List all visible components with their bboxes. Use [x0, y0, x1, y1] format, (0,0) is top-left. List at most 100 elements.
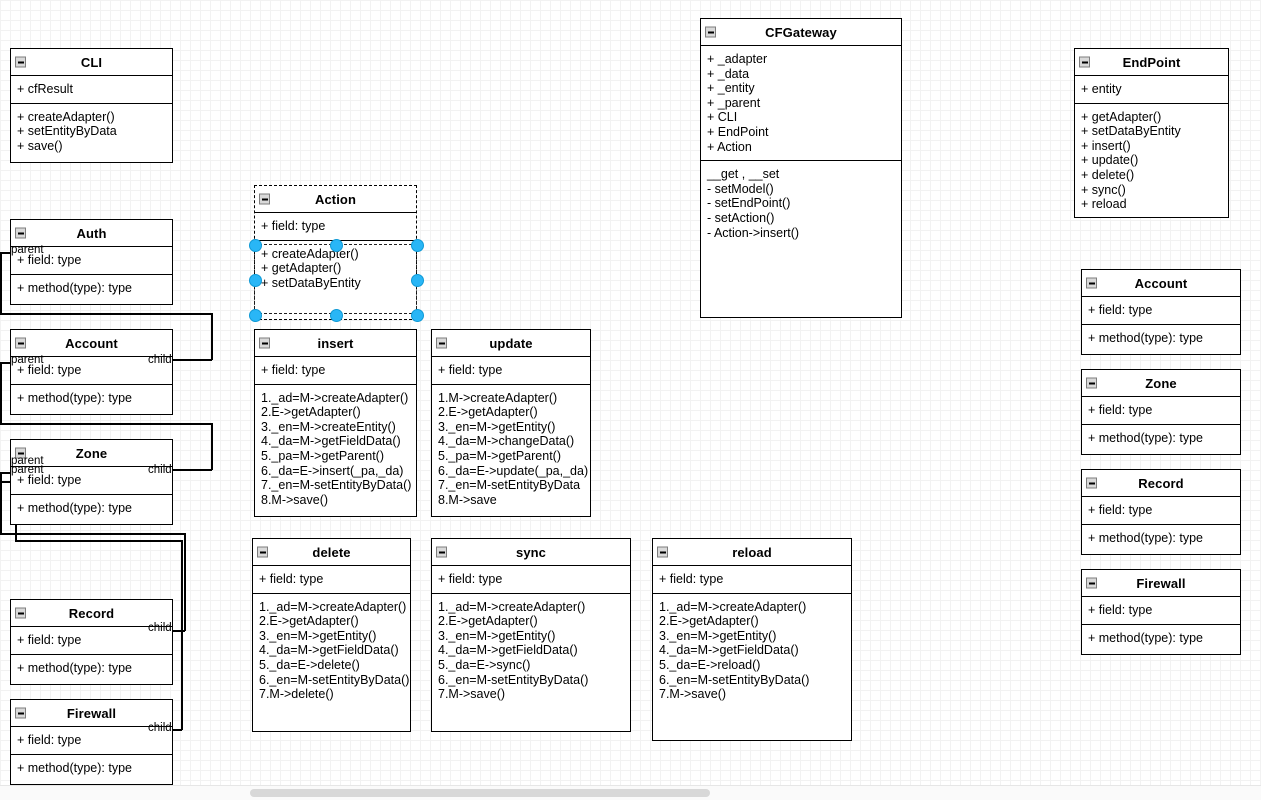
collapse-minus-icon[interactable] [1079, 56, 1090, 68]
class-header-reload: reload [653, 539, 851, 566]
class-name-insert: insert [317, 335, 354, 351]
collapse-minus-icon[interactable] [705, 26, 716, 38]
uml-class-firewall-left[interactable]: Firewall+ field: type+ method(type): typ… [10, 699, 173, 785]
collapse-minus-icon[interactable] [15, 707, 26, 719]
class-name-zone-left: Zone [75, 445, 108, 461]
method-row: + method(type): type [1088, 630, 1203, 645]
connector-auth-to-account-seg-4 [173, 359, 212, 361]
selection-handle-0[interactable] [249, 239, 262, 252]
attribute-row: + field: type [1088, 303, 1153, 317]
attribute-row: + field: type [1088, 403, 1153, 417]
class-attributes-endpoint: + entity [1075, 76, 1228, 103]
collapse-minus-icon[interactable] [436, 337, 447, 349]
method-row: - setAction() [707, 210, 775, 225]
uml-class-zone-left[interactable]: Zone+ field: type+ method(type): type [10, 439, 173, 525]
collapse-minus-icon[interactable] [1086, 277, 1097, 289]
attribute-row: + entity [1081, 82, 1122, 96]
class-attributes-record-right: + field: type [1082, 497, 1240, 524]
collapse-minus-icon[interactable] [1086, 477, 1097, 489]
class-header-record-right: Record [1082, 470, 1240, 497]
horizontal-scrollbar[interactable] [0, 785, 1261, 800]
method-row: 5._pa=M->getParent() [438, 448, 561, 463]
collapse-minus-icon[interactable] [1086, 577, 1097, 589]
selection-handle-3[interactable] [249, 274, 262, 287]
uml-class-cfgateway[interactable]: CFGateway+ _adapter+ _data+ _entity+ _pa… [700, 18, 902, 318]
method-row: + save() [17, 138, 63, 153]
collapse-minus-icon[interactable] [15, 56, 26, 68]
method-row: 5._da=E->reload() [659, 657, 761, 672]
edge-label-account-child: child [148, 354, 172, 366]
collapse-minus-icon[interactable] [259, 337, 270, 349]
uml-class-record-right[interactable]: Record+ field: type+ method(type): type [1081, 469, 1241, 555]
uml-class-account-right[interactable]: Account+ field: type+ method(type): type [1081, 269, 1241, 355]
class-header-update: update [432, 330, 590, 357]
class-attributes-record-left: + field: type [11, 627, 172, 654]
attribute-row: + field: type [17, 633, 82, 647]
selection-handle-2[interactable] [411, 239, 424, 252]
method-row: 5._pa=M->getParent() [261, 448, 384, 463]
method-row: 2.E->getAdapter() [259, 614, 359, 629]
class-name-record-right: Record [1138, 475, 1184, 491]
collapse-minus-icon[interactable] [259, 193, 270, 205]
class-methods-account-right: + method(type): type [1082, 323, 1240, 352]
method-row: 6._da=E->update(_pa,_da) [438, 463, 589, 478]
class-methods-auth: + method(type): type [11, 273, 172, 302]
attribute-row: + field: type [659, 572, 724, 586]
class-name-sync: sync [515, 544, 547, 560]
class-attributes-firewall-left: + field: type [11, 727, 172, 754]
class-attributes-delete: + field: type [253, 566, 410, 593]
method-row: 2.E->getAdapter() [438, 405, 538, 420]
uml-class-account-left[interactable]: Account+ field: type+ method(type): type [10, 329, 173, 415]
method-row: + sync() [1081, 182, 1126, 197]
uml-class-record-left[interactable]: Record+ field: type+ method(type): type [10, 599, 173, 685]
uml-class-firewall-right[interactable]: Firewall+ field: type+ method(type): typ… [1081, 569, 1241, 655]
selection-handle-1[interactable] [330, 239, 343, 252]
selection-handle-7[interactable] [411, 309, 424, 322]
class-name-reload: reload [732, 544, 772, 560]
collapse-minus-icon[interactable] [15, 227, 26, 239]
method-row: 3._en=M->getEntity() [259, 628, 377, 643]
class-attributes-zone-right: + field: type [1082, 397, 1240, 424]
connector-account-to-zone-seg-2 [0, 423, 212, 425]
attribute-row: + field: type [438, 363, 503, 377]
method-row: 2.E->getAdapter() [659, 614, 759, 629]
uml-class-zone-right[interactable]: Zone+ field: type+ method(type): type [1081, 369, 1241, 455]
collapse-minus-icon[interactable] [1086, 377, 1097, 389]
class-attributes-action: + field: type [255, 213, 416, 240]
method-row: + getAdapter() [261, 261, 342, 276]
collapse-minus-icon[interactable] [15, 447, 26, 459]
uml-class-auth[interactable]: Auth+ field: type+ method(type): type [10, 219, 173, 305]
attribute-row: + _entity [707, 81, 755, 96]
collapse-minus-icon[interactable] [657, 546, 668, 558]
method-row: - Action->insert() [707, 225, 800, 240]
method-row: 3._en=M->createEntity() [261, 419, 396, 434]
method-row: 1._ad=M->createAdapter() [261, 390, 409, 405]
connector-zone-to-record-seg-1 [0, 472, 2, 534]
method-row: 7._en=M-setEntityByData() [261, 478, 412, 493]
selection-handle-5[interactable] [249, 309, 262, 322]
method-row: + setDataByEntity [1081, 124, 1181, 139]
selection-handle-4[interactable] [411, 274, 424, 287]
method-row: + method(type): type [17, 500, 132, 515]
class-header-zone-right: Zone [1082, 370, 1240, 397]
collapse-minus-icon[interactable] [15, 337, 26, 349]
horizontal-scrollbar-thumb[interactable] [250, 789, 710, 797]
attribute-row: + field: type [259, 572, 324, 586]
collapse-minus-icon[interactable] [436, 546, 447, 558]
attribute-row: + field: type [17, 733, 82, 747]
uml-class-endpoint[interactable]: EndPoint+ entity+ getAdapter()+ setDataB… [1074, 48, 1229, 218]
collapse-minus-icon[interactable] [257, 546, 268, 558]
connector-auth-to-account-seg-3 [211, 313, 213, 360]
uml-class-action[interactable]: Action+ field: type+ createAdapter()+ ge… [254, 185, 417, 320]
attribute-row: + field: type [17, 363, 82, 377]
selection-handle-6[interactable] [330, 309, 343, 322]
edge-label-auth-parent: parent [11, 244, 44, 256]
collapse-minus-icon[interactable] [15, 607, 26, 619]
uml-class-cli[interactable]: CLI+ cfResult+ createAdapter()+ setEntit… [10, 48, 173, 163]
